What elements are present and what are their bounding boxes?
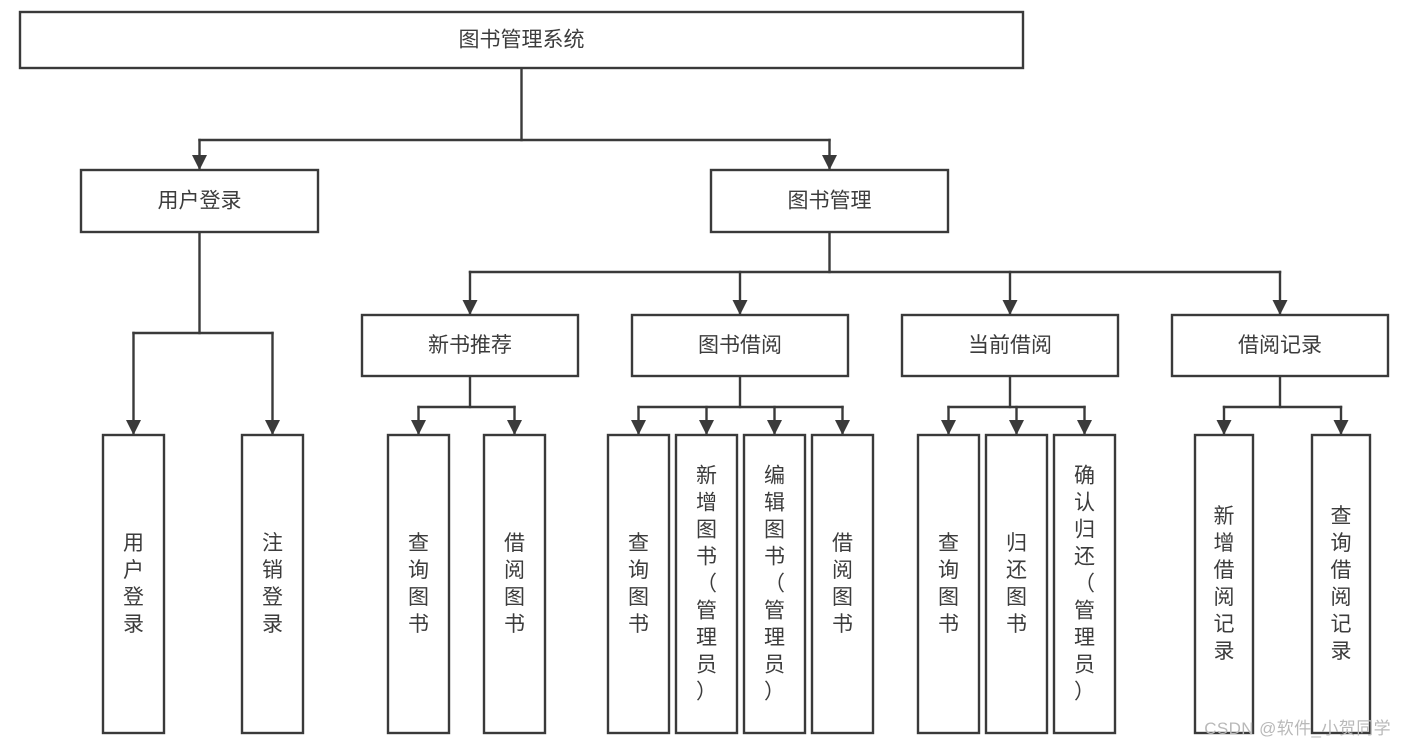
- edge-root-to-level2: [192, 66, 837, 170]
- node-layer: 图书管理系统用户登录图书管理新书推荐图书借阅当前借阅借阅记录用户登录注销登录查询…: [18, 10, 1390, 735]
- node-label-leaf-user-login: 用户登录: [123, 532, 144, 636]
- node-label-leaf-borrow-book-1: 借阅图书: [504, 532, 525, 636]
- node-label-leaf-query-book-2: 查询图书: [628, 532, 649, 636]
- node-label-current-borrow: 当前借阅: [968, 334, 1052, 357]
- node-box-user-login: [79, 168, 320, 234]
- node-box-current-borrow: [900, 313, 1120, 378]
- node-borrow-record[interactable]: 借阅记录: [1170, 313, 1390, 378]
- node-box-leaf-return-book: [984, 433, 1049, 735]
- node-box-leaf-query-book-3: [916, 433, 981, 735]
- node-box-leaf-query-record: [1310, 433, 1372, 735]
- node-label-new-book-recommend: 新书推荐: [428, 334, 512, 357]
- node-leaf-confirm-return[interactable]: 确认归还（管理员）: [1052, 433, 1117, 735]
- node-label-book-borrow: 图书借阅: [698, 334, 782, 357]
- node-box-leaf-add-record: [1193, 433, 1255, 735]
- node-box-root: [18, 10, 1025, 70]
- node-box-leaf-logout: [240, 433, 305, 735]
- node-label-leaf-add-record: 新增借阅记录: [1214, 505, 1235, 663]
- node-box-leaf-edit-book: [742, 433, 807, 735]
- node-book-manage[interactable]: 图书管理: [709, 168, 950, 234]
- node-label-leaf-edit-book: 编辑图书（管理员）: [764, 465, 785, 704]
- node-label-borrow-record: 借阅记录: [1238, 334, 1322, 357]
- node-box-new-book-recommend: [360, 313, 580, 378]
- edge-current-to-leaves: [941, 374, 1092, 435]
- node-leaf-logout[interactable]: 注销登录: [240, 433, 305, 735]
- node-box-leaf-user-login: [101, 433, 166, 735]
- node-user-login[interactable]: 用户登录: [79, 168, 320, 234]
- node-leaf-query-record[interactable]: 查询借阅记录: [1310, 433, 1372, 735]
- node-label-leaf-borrow-book-2: 借阅图书: [832, 532, 853, 636]
- node-current-borrow[interactable]: 当前借阅: [900, 313, 1120, 378]
- node-box-book-borrow: [630, 313, 850, 378]
- node-leaf-add-book[interactable]: 新增图书（管理员）: [674, 433, 739, 735]
- node-label-leaf-query-book-1: 查询图书: [408, 532, 429, 636]
- node-book-borrow[interactable]: 图书借阅: [630, 313, 850, 378]
- node-leaf-query-book-3[interactable]: 查询图书: [916, 433, 981, 735]
- csdn-watermark: CSDN @软件_小贺同学: [1204, 719, 1391, 738]
- node-box-leaf-query-book-1: [386, 433, 451, 735]
- edge-bookmanage-to-level3: [462, 230, 1288, 315]
- node-leaf-add-record[interactable]: 新增借阅记录: [1193, 433, 1255, 735]
- node-box-leaf-add-book: [674, 433, 739, 735]
- node-leaf-edit-book[interactable]: 编辑图书（管理员）: [742, 433, 807, 735]
- node-label-leaf-query-record: 查询借阅记录: [1331, 505, 1352, 663]
- edge-borrow-to-leaves: [631, 374, 850, 435]
- node-label-leaf-return-book: 归还图书: [1006, 532, 1027, 636]
- node-box-leaf-query-book-2: [606, 433, 671, 735]
- node-box-leaf-borrow-book-1: [482, 433, 547, 735]
- node-label-user-login: 用户登录: [158, 190, 242, 213]
- node-box-leaf-borrow-book-2: [810, 433, 875, 735]
- node-box-leaf-confirm-return: [1052, 433, 1117, 735]
- node-leaf-user-login[interactable]: 用户登录: [101, 433, 166, 735]
- node-root[interactable]: 图书管理系统: [18, 10, 1025, 70]
- edge-userlogin-to-leaves: [126, 230, 280, 435]
- node-label-root: 图书管理系统: [459, 29, 585, 52]
- node-new-book-recommend[interactable]: 新书推荐: [360, 313, 580, 378]
- node-leaf-return-book[interactable]: 归还图书: [984, 433, 1049, 735]
- node-label-leaf-add-book: 新增图书（管理员）: [696, 465, 717, 704]
- node-leaf-query-book-2[interactable]: 查询图书: [606, 433, 671, 735]
- node-leaf-borrow-book-2[interactable]: 借阅图书: [810, 433, 875, 735]
- node-box-book-manage: [709, 168, 950, 234]
- node-label-leaf-query-book-3: 查询图书: [938, 532, 959, 636]
- edge-record-to-leaves: [1216, 374, 1349, 435]
- node-label-leaf-confirm-return: 确认归还（管理员）: [1074, 465, 1095, 704]
- node-leaf-borrow-book-1[interactable]: 借阅图书: [482, 433, 547, 735]
- node-leaf-query-book-1[interactable]: 查询图书: [386, 433, 451, 735]
- connector-layer: [126, 66, 1349, 435]
- node-box-borrow-record: [1170, 313, 1390, 378]
- node-label-leaf-logout: 注销登录: [262, 532, 283, 636]
- node-label-book-manage: 图书管理: [788, 190, 872, 213]
- edge-recommend-to-leaves: [411, 374, 522, 435]
